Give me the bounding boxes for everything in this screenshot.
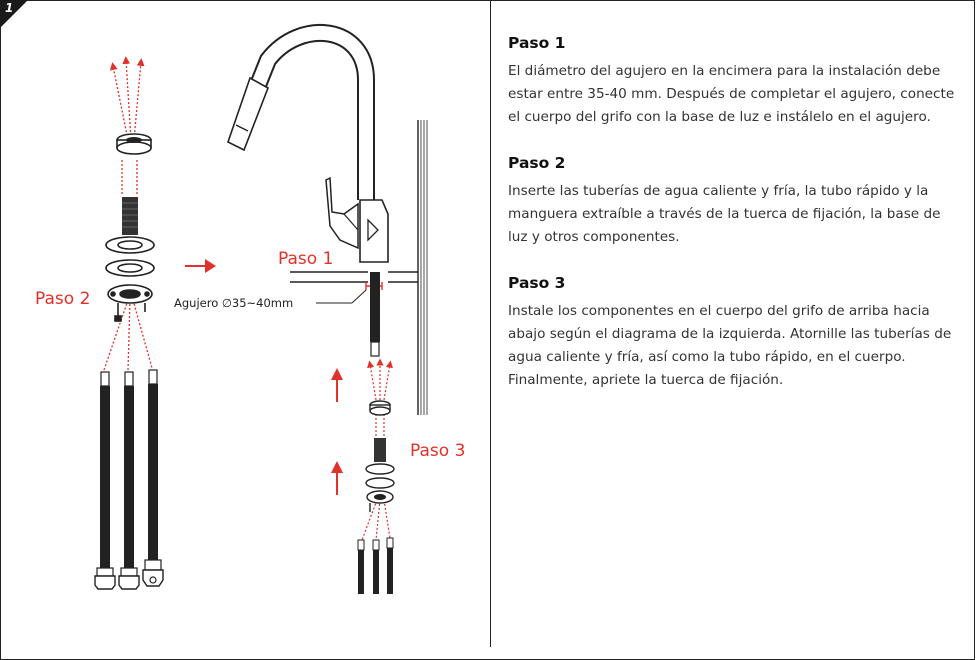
supply-hoses xyxy=(94,369,164,590)
direction-arrow xyxy=(185,259,216,273)
faucet xyxy=(227,23,428,415)
up-arrow-1 xyxy=(331,368,343,402)
threaded-rod xyxy=(122,197,138,235)
step-2-text: Inserte las tuberías de agua caliente y … xyxy=(508,183,941,245)
label-paso-3: Paso 3 xyxy=(410,441,465,461)
agujero-label: Agujero ∅35~40mm xyxy=(174,296,293,310)
step-1-title: Paso 1 xyxy=(508,34,566,52)
small-assembly xyxy=(357,358,395,594)
up-arrow-2 xyxy=(331,461,343,495)
hose-right xyxy=(142,369,164,587)
hose-left xyxy=(94,371,116,590)
hose-middle xyxy=(118,371,140,590)
step-2: Paso 2 Inserte las tuberías de agua cali… xyxy=(508,154,963,249)
step-3-text: Instale los componentes en el cuerpo del… xyxy=(508,303,952,388)
step-3: Paso 3 Instale los componentes en el cue… xyxy=(508,274,963,392)
washers xyxy=(105,236,155,277)
label-paso-2: Paso 2 xyxy=(35,289,90,309)
step-1: Paso 1 El diámetro del agujero en la enc… xyxy=(508,34,963,129)
step-number: 1 xyxy=(5,1,14,15)
wall xyxy=(417,120,428,415)
installation-diagram: Paso 2 xyxy=(35,23,465,594)
exploded-assembly xyxy=(94,56,164,590)
step-3-title: Paso 3 xyxy=(508,274,566,292)
top-nut xyxy=(116,133,152,155)
step-1-text: El diámetro del agujero en la encimera p… xyxy=(508,63,955,125)
label-paso-1: Paso 1 xyxy=(278,249,333,269)
instructions: Paso 1 El diámetro del agujero en la enc… xyxy=(508,34,963,417)
base-plate xyxy=(107,284,153,322)
step-2-title: Paso 2 xyxy=(508,154,566,172)
countertop xyxy=(290,271,418,283)
column-divider xyxy=(490,0,491,647)
step-number-corner xyxy=(0,0,28,28)
